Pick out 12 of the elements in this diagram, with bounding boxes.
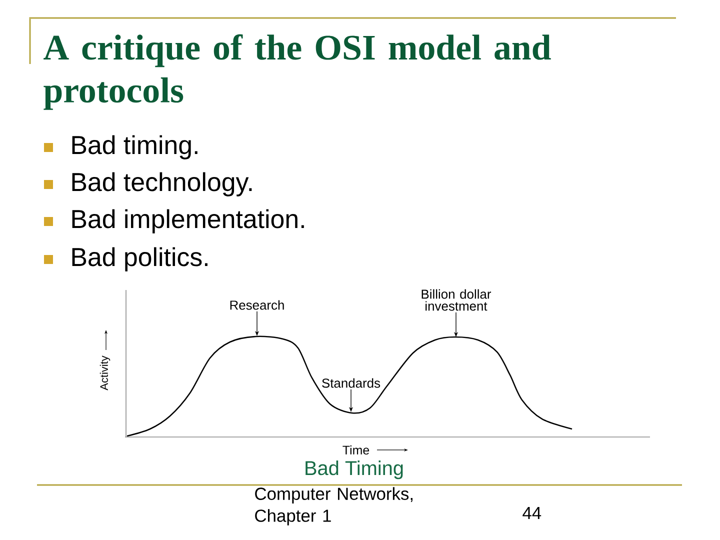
curve	[126, 336, 572, 437]
callout-label: Research	[230, 300, 284, 310]
axis-label: Activity	[100, 356, 110, 390]
title: A critique of the OSI model and protocols	[44, 34, 551, 110]
bullet-text: Bad timing.	[72, 135, 198, 160]
callout-label: Billion dollar investment	[422, 289, 492, 311]
bullet-text: Bad technology.	[72, 172, 252, 196]
bullet-text: Bad implementation.	[72, 209, 304, 234]
page-number: 44	[522, 506, 542, 519]
footer-text: Computer Networks, Chapter 1	[255, 487, 412, 526]
figure-caption: Bad Timing	[306, 460, 403, 480]
bullet-text: Bad politics.	[72, 247, 208, 272]
